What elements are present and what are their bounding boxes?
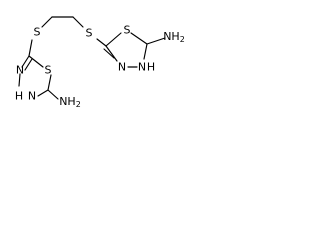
bond-right-n-c5 <box>105 45 118 62</box>
atom-s-ring-left: S <box>45 64 52 77</box>
atom-h-left: H <box>15 90 23 103</box>
atom-n-left-top: N <box>16 64 24 77</box>
bond-left-n-c <box>21 55 30 68</box>
atom-s-ring-right: S <box>124 24 131 37</box>
ethylene-linker <box>28 16 107 57</box>
atom-n-left-nh: N <box>28 90 36 103</box>
bond-right-c2-nh <box>143 43 148 60</box>
bond-right-s-c2 <box>130 32 148 45</box>
bond-left-nh-n <box>18 73 21 87</box>
bond-left-c-nh <box>37 89 49 97</box>
bond-left-c-s <box>28 55 44 68</box>
bond-ch2-s-right <box>72 16 84 28</box>
left-thiadiazole-ring <box>18 55 59 100</box>
atom-nh2-left: NH2 <box>59 95 81 109</box>
right-thiadiazole-ring <box>103 32 166 68</box>
atom-nh2-right: NH2 <box>163 30 185 44</box>
nh2-left-subscript: 2 <box>76 100 81 109</box>
bond-s-left-c <box>28 39 33 57</box>
chemical-structure: S S S S N N H N H N NH2 NH2 <box>15 16 185 109</box>
bond-right-c5-s <box>105 32 122 47</box>
bond-right-n-c5-double <box>103 48 115 59</box>
bond-left-n-c-double <box>24 58 33 71</box>
atom-s-linker-right: S <box>86 27 93 40</box>
nh2-right-subscript: 2 <box>180 35 185 44</box>
bond-right-c2-nh2 <box>146 37 166 45</box>
atom-s-linker-left: S <box>34 26 41 39</box>
nh2-right-main: NH <box>163 30 180 43</box>
bond-left-c-nh2 <box>47 89 59 100</box>
bond-s-ch2-left <box>41 16 53 28</box>
bond-left-s-c <box>47 74 52 91</box>
bond-s-right-c <box>96 38 107 47</box>
atom-n-right-top: N <box>118 61 126 74</box>
atom-n-right-nh: N <box>138 61 146 74</box>
atom-h-right: H <box>147 61 155 74</box>
nh2-left-main: NH <box>59 95 76 108</box>
